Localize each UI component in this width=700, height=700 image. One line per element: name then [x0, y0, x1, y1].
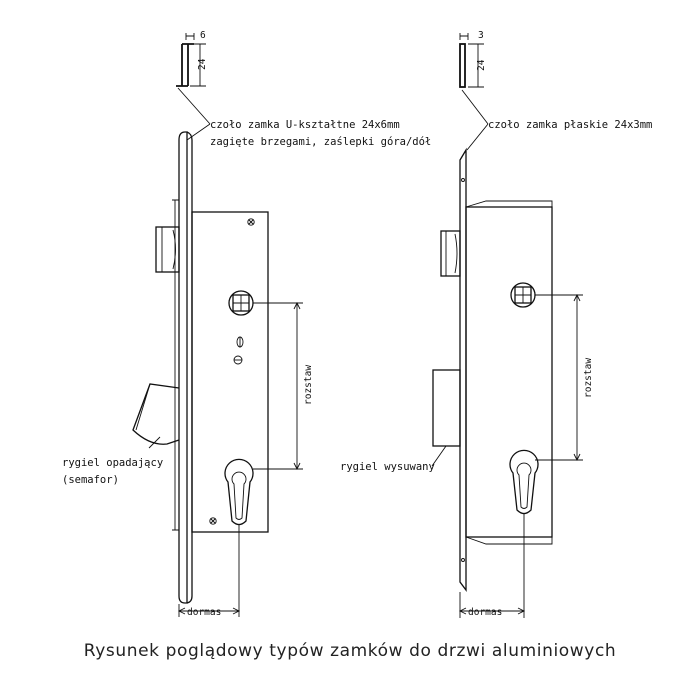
right-faceplate [459, 147, 467, 592]
left-faceplate [172, 131, 193, 604]
left-profile-width: 6 [200, 30, 206, 41]
left-spacing-label: rozstaw [303, 365, 314, 405]
left-bolt-label-2: (semafor) [62, 474, 119, 486]
left-hook-bolt [132, 383, 180, 445]
right-cylinder-cutout [509, 449, 539, 515]
right-body-edges [465, 200, 553, 545]
right-latch-bolt [440, 230, 461, 277]
left-faceplate-leader [177, 87, 211, 141]
left-backset-label: dormas [187, 607, 221, 618]
left-latch-bolt [155, 226, 180, 273]
right-backset-label: dormas [468, 607, 502, 618]
left-bolt-leader [148, 436, 161, 449]
right-profile-height: 24 [476, 59, 487, 71]
right-bolt-leader [431, 445, 447, 467]
left-spacing-dimension: rozstaw [253, 301, 314, 471]
left-follower [228, 290, 254, 316]
left-profile-height: 24 [197, 58, 208, 70]
right-backset-dimension: dormas [458, 513, 526, 618]
right-faceplate-leader [461, 89, 489, 151]
right-lock-body [465, 206, 553, 538]
left-screw-bottom [209, 517, 217, 525]
left-lock-body [191, 211, 269, 533]
left-screw-top [247, 218, 255, 226]
right-profile-section: 3 24 [459, 30, 487, 88]
right-follower [510, 282, 536, 308]
left-faceplate-note-1: czoło zamka U-kształtne 24x6mm [210, 119, 400, 131]
right-spacing-label: rozstaw [583, 358, 594, 398]
left-faceplate-note-2: zagięte brzegami, zaślepki góra/dół [210, 136, 431, 148]
right-faceplate-note: czoło zamka płaskie 24x3mm [488, 119, 652, 131]
right-deadbolt [432, 369, 461, 447]
left-lock: 6 24 czoło zamka U-kształtne 24x6mm zagi… [62, 30, 431, 618]
right-profile-width: 3 [478, 30, 484, 41]
right-bolt-label: rygiel wysuwany [340, 461, 435, 473]
left-backset-dimension: dormas [177, 525, 241, 618]
diagram-caption: Rysunek poglądowy typów zamków do drzwi … [84, 641, 617, 661]
left-cylinder-cutout [224, 458, 254, 526]
left-profile-section: 6 24 [176, 30, 208, 87]
left-bolt-label-1: rygiel opadający [62, 457, 163, 469]
right-lock: 3 24 czoło zamka płaskie 24x3mm [340, 30, 652, 618]
right-spacing-dimension: rozstaw [535, 293, 594, 462]
